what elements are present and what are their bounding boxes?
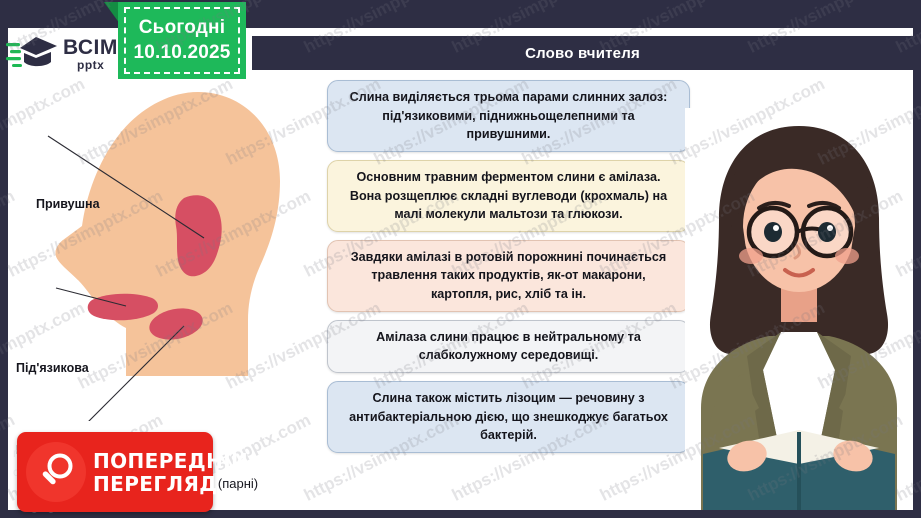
footer-line-2: с [13, 465, 19, 480]
graduation-cap-icon [6, 34, 58, 74]
preview-badge-text: ПОПЕРЕДНІЙ ПЕРЕГЛЯД [93, 451, 248, 494]
text-card: Основним травним ферментом слини є аміла… [327, 159, 690, 232]
text-card: Амілаза слини працює в нейтральному та с… [327, 319, 690, 373]
preview-badge-line-2: ПЕРЕГЛЯД [93, 471, 218, 496]
footer-occluded-text: п с [13, 444, 73, 482]
preview-badge-line-1: ПОПЕРЕДНІЙ [93, 448, 249, 473]
label-sublingual-gland: Під'язикова [16, 361, 89, 375]
teacher-illustration [685, 108, 913, 510]
teacher-word-cards: Слина виділяється трьома парами слинних … [327, 80, 690, 461]
salivary-glands-diagram: Привушна Під'язикова Піднижньощелепна Сл… [8, 76, 328, 491]
label-parotid-gland: Привушна [36, 197, 100, 211]
slide-header-bar: Слово вчителя [252, 36, 913, 70]
date-badge-fold [104, 2, 120, 24]
page-title: Слово вчителя [525, 44, 640, 62]
text-card: Завдяки амілазі в ротовій порожнині почи… [327, 239, 690, 312]
brand-suffix: pptx [77, 58, 105, 72]
magnifier-icon [26, 442, 86, 502]
brand-logo: ВСІМ pptx [6, 30, 126, 78]
date-badge: Сьогодні 10.10.2025 [118, 2, 246, 79]
date-badge-value: 10.10.2025 [133, 42, 231, 63]
text-card: Слина також містить лізоцим — речовину з… [327, 380, 690, 453]
footer-line-1: п [13, 444, 73, 463]
date-badge-label: Сьогодні [138, 17, 226, 38]
brand-name: ВСІМ [63, 36, 118, 59]
text-card: Слина виділяється трьома парами слинних … [327, 80, 690, 152]
brand-wordmark: ВСІМ pptx [63, 37, 118, 71]
preview-badge: ПОПЕРЕДНІЙ ПЕРЕГЛЯД [17, 432, 248, 512]
